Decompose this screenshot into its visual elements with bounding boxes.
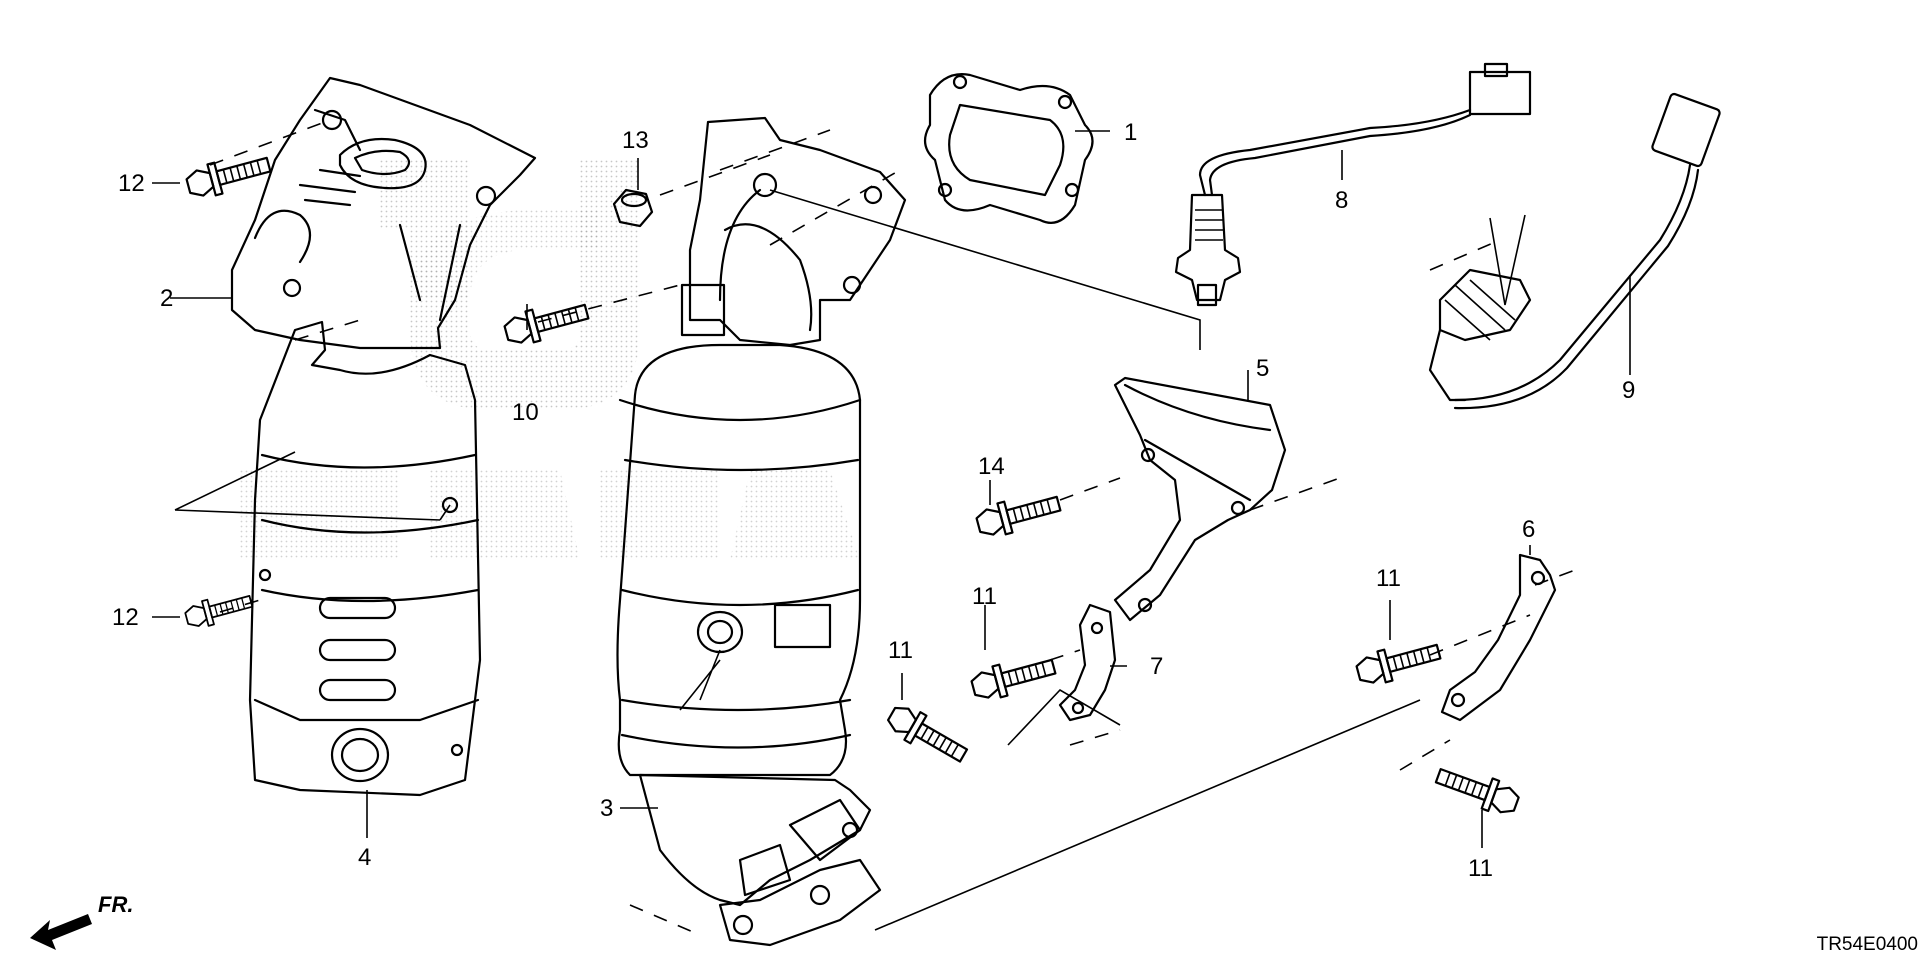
callout-3: 3 <box>600 795 613 822</box>
callout-11-d: 11 <box>1468 855 1493 882</box>
exhaust-bracket-stay <box>1113 376 1287 622</box>
bolt-12-upper <box>183 148 274 203</box>
catalytic-converter-manifold <box>616 116 907 947</box>
callout-11-c: 11 <box>1376 565 1401 592</box>
gasket <box>923 73 1094 224</box>
callout-6: 6 <box>1522 516 1535 543</box>
bolt-12-lower <box>182 588 256 632</box>
bolt-11-c <box>1353 635 1444 690</box>
flange-nut <box>612 188 654 228</box>
bolt-10 <box>501 295 592 350</box>
lower-heat-shield <box>248 320 482 797</box>
bracket-6 <box>1440 553 1557 722</box>
alignment-lines <box>209 119 1576 936</box>
callout-11-b: 11 <box>972 583 997 610</box>
callout-12-upper: 12 <box>118 170 145 197</box>
honda-watermark-logo <box>240 160 860 560</box>
callout-13: 13 <box>622 127 649 154</box>
bolt-11-a <box>968 650 1059 705</box>
front-direction-indicator: FR. <box>30 892 133 950</box>
front-arrow-icon <box>30 914 92 950</box>
upper-heat-shield <box>230 76 537 350</box>
bolt-14 <box>973 487 1064 542</box>
callout-10: 10 <box>512 399 539 426</box>
callout-7: 7 <box>1150 653 1163 680</box>
callout-12-lower: 12 <box>112 604 139 631</box>
callout-9: 9 <box>1622 377 1635 404</box>
callout-8: 8 <box>1335 187 1348 214</box>
callouts: 1 2 3 4 5 6 7 8 9 10 11 11 11 11 12 12 1… <box>112 119 1635 882</box>
bolt-11-d <box>1431 759 1523 821</box>
callout-5: 5 <box>1256 355 1269 382</box>
diagram-code: TR54E0400 <box>1817 934 1918 955</box>
callout-4: 4 <box>358 844 371 871</box>
oxygen-sensor-rear <box>1428 92 1721 410</box>
callout-11-a: 11 <box>888 637 913 664</box>
oxygen-sensor-front <box>1174 62 1532 307</box>
bolt-11-b <box>882 699 973 771</box>
leader-lines <box>152 130 1631 931</box>
callout-2: 2 <box>160 285 173 312</box>
bracket-7 <box>1058 603 1117 722</box>
callout-14: 14 <box>978 453 1005 480</box>
callout-1: 1 <box>1124 119 1137 146</box>
front-label: FR. <box>98 892 133 917</box>
